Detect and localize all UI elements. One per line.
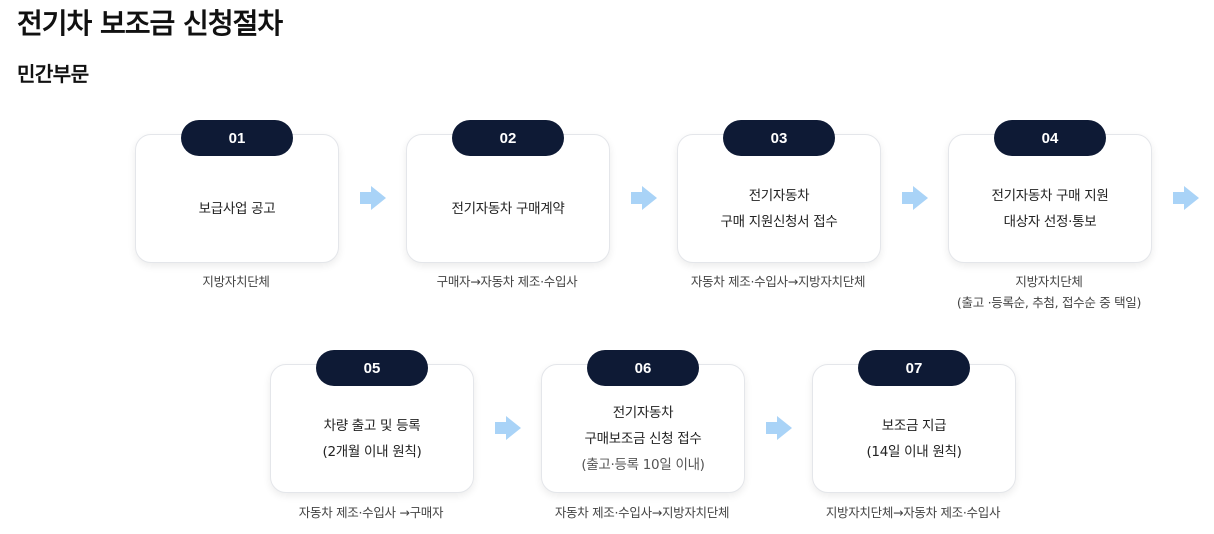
step-05-caption: 자동차 제조·수입사 →구매자	[241, 502, 501, 523]
step-03-caption: 자동차 제조·수입사→지방자치단체	[648, 271, 908, 292]
step-number-badge: 04	[994, 120, 1106, 156]
step-number-badge: 01	[181, 120, 293, 156]
caption-line: (출고 ·등록순, 추첨, 접수순 중 택일)	[956, 295, 1142, 310]
step-description: 전기자동차 구매 지원 대상자 선정·통보	[949, 155, 1151, 262]
caption-line: 지방자치단체	[202, 274, 270, 289]
step-line: 전기자동차 구매계약	[451, 200, 565, 217]
step-line: 보급사업 공고	[198, 200, 276, 217]
arrow-right-icon	[631, 186, 657, 210]
step-description: 전기자동차 구매 지원신청서 접수	[678, 155, 880, 262]
step-description: 보조금 지급 (14일 이내 원칙)	[813, 385, 1015, 492]
step-07-caption: 지방자치단체→자동차 제조·수입사	[783, 502, 1043, 523]
step-03-card: 03 전기자동차 구매 지원신청서 접수	[677, 120, 881, 263]
step-line: (2개월 이내 원칙)	[322, 443, 422, 460]
page-title: 전기차 보조금 신청절차	[17, 7, 283, 40]
step-02-caption: 구매자→자동차 제조·수입사	[377, 271, 637, 292]
step-description: 차량 출고 및 등록 (2개월 이내 원칙)	[271, 385, 473, 492]
step-line: 전기자동차	[748, 187, 810, 204]
step-line: 구매 지원신청서 접수	[720, 213, 838, 230]
step-06-card: 06 전기자동차 구매보조금 신청 접수 (출고·등록 10일 이내)	[541, 350, 745, 493]
step-line: 전기자동차	[612, 404, 674, 421]
arrow-right-icon	[1173, 186, 1199, 210]
arrow-right-icon	[495, 416, 521, 440]
caption-line: 지방자치단체	[1015, 274, 1083, 289]
step-description: 전기자동차 구매보조금 신청 접수 (출고·등록 10일 이내)	[542, 385, 744, 492]
step-07-card: 07 보조금 지급 (14일 이내 원칙)	[812, 350, 1016, 493]
step-01-card: 01 보급사업 공고	[135, 120, 339, 263]
caption-line: 자동차 제조·수입사→지방자치단체	[554, 505, 730, 520]
step-01-caption: 지방자치단체	[106, 271, 366, 292]
step-note: (출고·등록 10일 이내)	[581, 456, 705, 473]
caption-line: 자동차 제조·수입사→지방자치단체	[690, 274, 866, 289]
step-line: (14일 이내 원칙)	[866, 443, 962, 460]
caption-line: 지방자치단체→자동차 제조·수입사	[825, 505, 1001, 520]
arrow-right-icon	[902, 186, 928, 210]
arrow-right-icon	[360, 186, 386, 210]
step-description: 전기자동차 구매계약	[407, 155, 609, 262]
step-line: 보조금 지급	[881, 417, 947, 434]
arrow-right-icon	[766, 416, 792, 440]
step-line: 전기자동차 구매 지원	[991, 187, 1109, 204]
step-line: 차량 출고 및 등록	[323, 417, 421, 434]
step-02-card: 02 전기자동차 구매계약	[406, 120, 610, 263]
step-04-caption: 지방자치단체 (출고 ·등록순, 추첨, 접수순 중 택일)	[919, 271, 1179, 313]
step-06-caption: 자동차 제조·수입사→지방자치단체	[512, 502, 772, 523]
caption-line: 구매자→자동차 제조·수입사	[436, 274, 578, 289]
step-04-card: 04 전기자동차 구매 지원 대상자 선정·통보	[948, 120, 1152, 263]
step-line: 구매보조금 신청 접수	[584, 430, 702, 447]
step-line: 대상자 선정·통보	[1003, 213, 1097, 230]
step-05-card: 05 차량 출고 및 등록 (2개월 이내 원칙)	[270, 350, 474, 493]
step-number-badge: 07	[858, 350, 970, 386]
step-number-badge: 02	[452, 120, 564, 156]
step-number-badge: 06	[587, 350, 699, 386]
caption-line: 자동차 제조·수입사 →구매자	[298, 505, 444, 520]
step-number-badge: 03	[723, 120, 835, 156]
step-description: 보급사업 공고	[136, 155, 338, 262]
step-number-badge: 05	[316, 350, 428, 386]
section-title: 민간부문	[17, 62, 89, 86]
